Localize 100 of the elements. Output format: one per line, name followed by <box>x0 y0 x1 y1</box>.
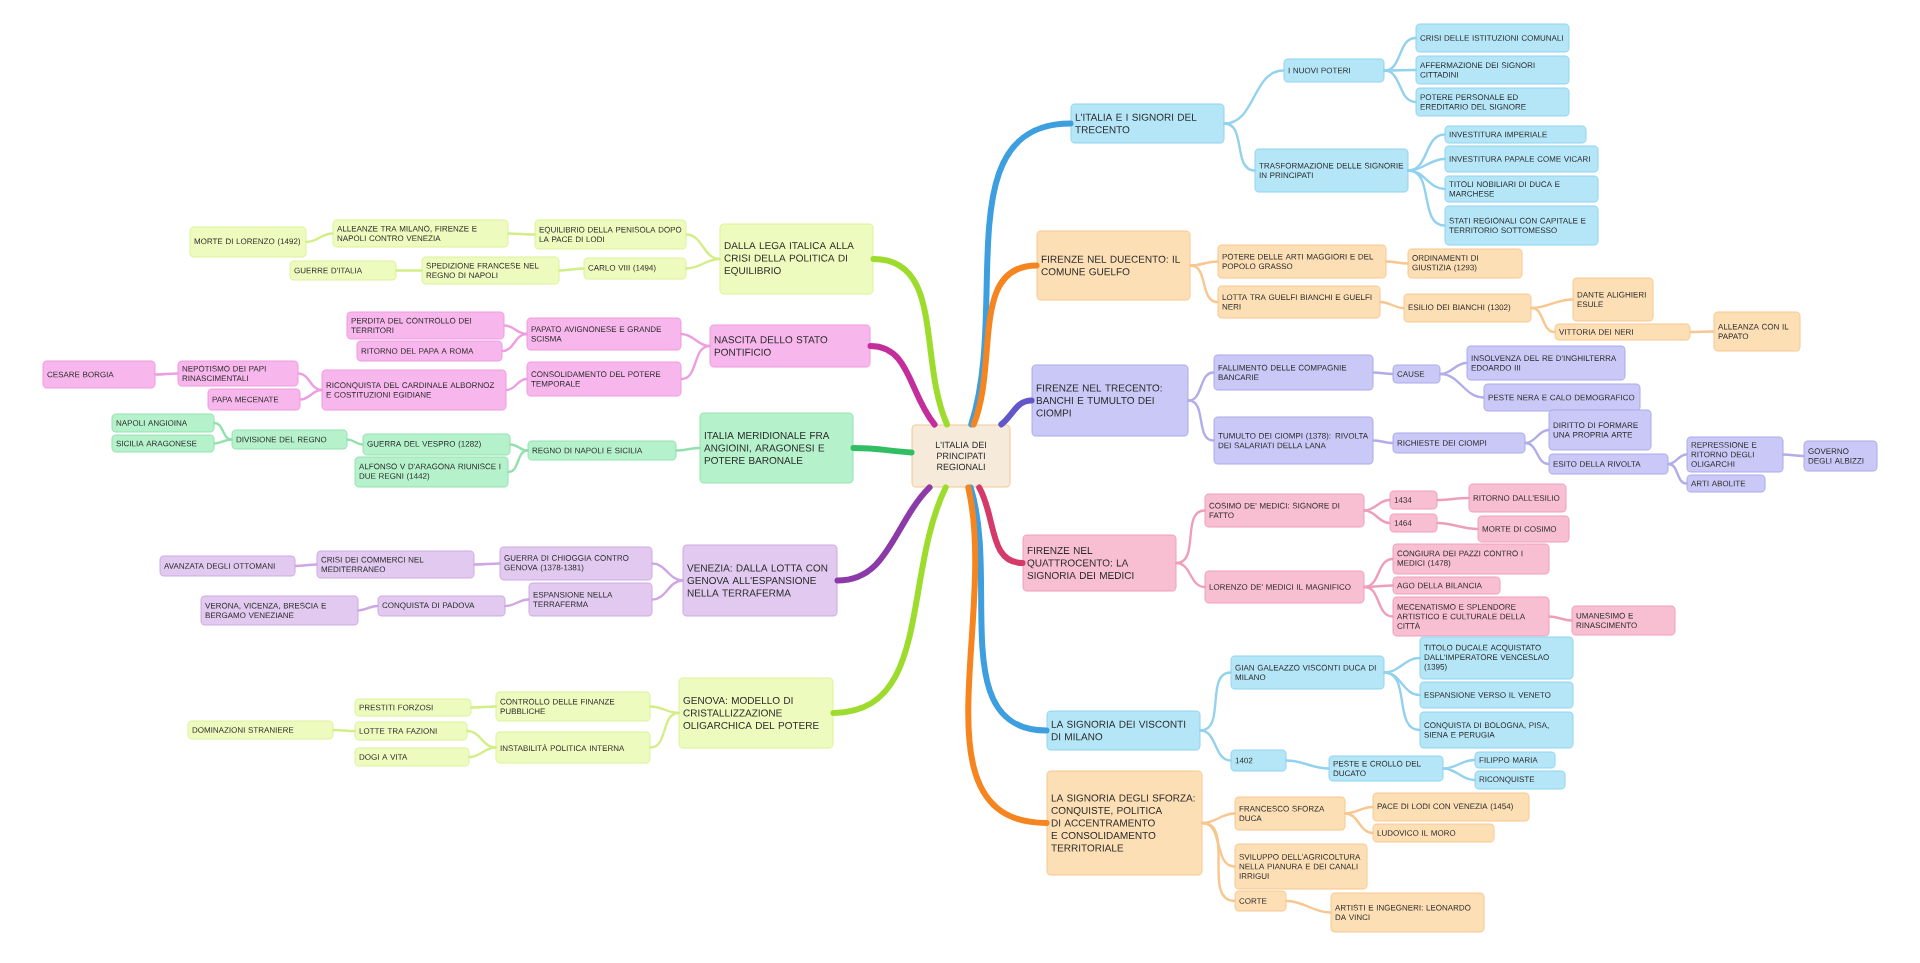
subtopic-box: PACE DI LODI CON VENEZIA (1454) <box>1372 792 1530 822</box>
subtopic-box: CRISI DEI COMMERCI NEL MEDITERRANEO <box>316 550 475 579</box>
branch-line <box>976 484 1026 566</box>
branch-line <box>1689 330 1715 334</box>
branch-line <box>1199 729 1232 762</box>
branch-topic-box: FIRENZE NEL QUATTROCENTO: LA SIGNORIA DEI MEDICI <box>1022 534 1177 592</box>
branch-line <box>395 269 423 272</box>
branch-line <box>1187 399 1215 442</box>
branch-line <box>507 449 529 474</box>
subtopic-box: LORENZO DE' MEDICI IL MAGNIFICO <box>1204 570 1365 604</box>
subtopic-box: GOVERNO DEGLI ALBIZZI <box>1803 440 1878 472</box>
subtopic-box: PAPATO AVIGNONESE E GRANDE SCISMA <box>526 317 682 351</box>
branch-line <box>504 598 530 608</box>
subtopic-box: INSTABILITÀ POLITICA INTERNA <box>495 731 651 764</box>
branch-line <box>297 372 323 392</box>
subtopic-box: CONTROLLO DELLE FINANZE PUBBLICHE <box>495 691 651 722</box>
subtopic-box: POTERE PERSONALE ED EREDITARIO DEL SIGNORE <box>1415 87 1570 117</box>
subtopic-box: NEPOTISMO DEI PAPI RINASCIMENTALI <box>177 360 299 387</box>
branch-line <box>509 443 529 452</box>
subtopic-box: CONQUISTA DI PADOVA <box>377 595 506 617</box>
branch-line <box>1372 371 1394 376</box>
branch-line <box>1189 264 1219 304</box>
subtopic-box: ESPANSIONE VERSO IL VENETO <box>1419 681 1574 709</box>
branch-line <box>558 267 585 272</box>
branch-line <box>1524 428 1550 445</box>
subtopic-box: ESITO DELLA RIVOLTA <box>1548 453 1669 475</box>
subtopic-box: AGO DELLA BILANCIA <box>1392 576 1501 595</box>
branch-line <box>1285 899 1332 914</box>
branch-line <box>1223 122 1256 172</box>
branch-line <box>1363 498 1391 512</box>
subtopic-box: MORTE DI LORENZO (1492) <box>189 226 307 258</box>
branch-line <box>1436 521 1479 531</box>
subtopic-box: MECENATISMO E SPLENDORE ARTISTICO E CULTURALE DELLA CITTÀ <box>1392 596 1550 637</box>
subtopic-box: CONGIURA DEI PAZZI CONTRO I MEDICI (1478) <box>1392 543 1550 575</box>
subtopic-box: CRISI DELLE ISTITUZIONI COMUNALI <box>1415 23 1570 53</box>
branch-topic-box: GENOVA: MODELLO DI CRISTALLIZZAZIONE OLIGARCHICA DEL POTERE <box>678 677 834 749</box>
subtopic-box: PRESTITI FORZOSI <box>354 698 472 717</box>
branch-line <box>299 388 323 401</box>
subtopic-box: ALLEANZE TRA MILANO, FIRENZE E NAPOLI CONTRO VENEZIA <box>332 219 509 248</box>
branch-line <box>468 746 497 759</box>
subtopic-box: ARTI ABOLITE <box>1686 474 1766 493</box>
subtopic-box: 1464 <box>1389 513 1438 533</box>
branch-topic-box: VENEZIA: DALLA LOTTA CON GENOVA ALL'ESPANSIONE NELLA TERRAFERMA <box>682 544 838 617</box>
branch-line <box>651 562 684 582</box>
central-topic-box: L'ITALIA DEI PRINCIPATI REGIONALI <box>911 424 1011 488</box>
branch-line <box>1372 439 1394 445</box>
branch-line <box>213 421 233 441</box>
branch-line <box>1530 306 1556 334</box>
subtopic-box: PERDITA DEL CONTROLLO DEI TERRITORI <box>346 311 505 340</box>
branch-line <box>1175 509 1206 565</box>
subtopic-box: ARTISTI E INGEGNERI: LEONARDO DA VINCI <box>1330 892 1485 933</box>
branch-line <box>470 705 497 709</box>
branch-line <box>1175 561 1206 589</box>
subtopic-box: TITOLO DUCALE ACQUISTATO DALL'IMPERATORE VENCESLAO (1395) <box>1419 636 1574 680</box>
subtopic-box: LOTTA TRA GUELFI BIANCHI E GUELFI NERI <box>1217 285 1381 319</box>
branch-line <box>850 445 915 456</box>
branch-line <box>507 232 536 236</box>
subtopic-box: SICILIA ARAGONESE <box>111 434 215 453</box>
subtopic-box: REPRESSIONE E RITORNO DEGLI OLIGARCHI <box>1686 436 1784 473</box>
subtopic-box: RICONQUISTA DEL CARDINALE ALBORNOZ E COSTITUZIONI EGIDIANE <box>321 369 507 411</box>
subtopic-box: DOGI A VITA <box>354 747 470 767</box>
branch-line <box>1524 441 1550 466</box>
branch-line <box>1383 69 1417 104</box>
branch-line <box>970 262 1040 428</box>
subtopic-box: NAPOLI ANGIOINA <box>111 413 215 433</box>
subtopic-box: RICONQUISTE <box>1474 770 1566 790</box>
branch-line <box>1436 496 1470 502</box>
subtopic-box: AFFERMAZIONE DEI SIGNORI CITTADINI <box>1415 55 1570 85</box>
branch-line <box>1363 585 1394 618</box>
branch-line <box>305 232 334 244</box>
subtopic-box: INSOLVENZA DEL RE D'INGHILTERRA EDOARDO III <box>1466 345 1626 381</box>
subtopic-box: GUERRE D'ITALIA <box>289 260 397 281</box>
subtopic-box: MORTE DI COSIMO <box>1477 515 1570 543</box>
branch-line <box>501 332 528 353</box>
branch-topic-box: FIRENZE NEL TRECENTO: BANCHI E TUMULTO DEI CIOMPI <box>1031 364 1189 437</box>
branch-line <box>294 563 318 568</box>
subtopic-box: DOMINAZIONI STRANIERE <box>187 720 334 740</box>
subtopic-box: FRANCESCO SFORZA DUCA <box>1234 796 1346 831</box>
subtopic-box: LOTTE TRA FAZIONI <box>354 721 468 741</box>
subtopic-box: TRASFORMAZIONE DELLE SIGNORIE IN PRINCIPATI <box>1254 148 1409 193</box>
branch-line <box>675 446 701 452</box>
subtopic-box: 1402 <box>1230 749 1287 772</box>
subtopic-box: ESPANSIONE NELLA TERRAFERMA <box>528 582 653 617</box>
subtopic-box: CONQUISTA DI BOLOGNA, PISA, SIENA E PERUGIA <box>1419 711 1574 749</box>
branch-line <box>1379 300 1405 310</box>
subtopic-box: PAPA MECENATE <box>207 388 301 411</box>
branch-line <box>473 562 501 566</box>
branch-line <box>680 344 711 381</box>
branch-line <box>154 372 179 376</box>
branch-line <box>1344 812 1374 835</box>
branch-line <box>965 484 1050 826</box>
branch-line <box>346 438 364 446</box>
branch-line <box>830 484 949 716</box>
subtopic-box: CORTE <box>1234 890 1287 912</box>
branch-topic-box: DALLA LEGA ITALICA ALLA CRISI DELLA POLITICA DI EQUILIBRIO <box>719 223 874 295</box>
subtopic-box: I NUOVI POTERI <box>1283 58 1385 83</box>
subtopic-box: FALLIMENTO DELLE COMPAGNIE BANCARIE <box>1213 354 1374 391</box>
branch-line <box>685 257 721 270</box>
branch-line <box>1189 260 1219 267</box>
subtopic-box: REGNO DI NAPOLI E SICILIA <box>527 440 677 461</box>
